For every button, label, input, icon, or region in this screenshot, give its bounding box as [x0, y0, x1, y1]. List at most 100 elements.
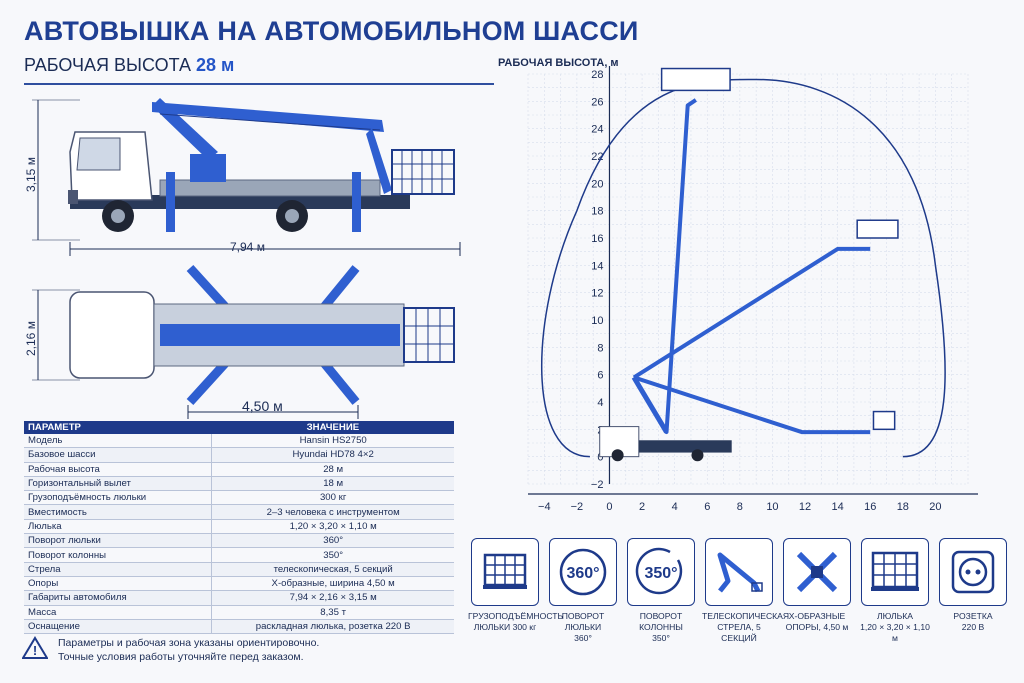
header-divider — [24, 83, 494, 85]
basket — [660, 67, 731, 92]
param-name: Масса — [24, 605, 212, 620]
feature-caption-line-1: ПОВОРОТ ЛЮЛЬКИ — [561, 611, 605, 632]
x-tick-label: 10 — [766, 501, 778, 513]
top-width-label: 2,16 м — [24, 321, 38, 356]
feature-caption-line-2: ОПОРЫ, 4,50 м — [785, 622, 849, 632]
feature-badge: 350° — [644, 565, 677, 582]
param-name: Грузоподъёмность люльки — [24, 490, 212, 506]
param-name: Модель — [24, 434, 212, 449]
y-tick-label: 4 — [597, 397, 603, 409]
param-name: Базовое шасси — [24, 447, 212, 463]
param-value: 300 кг — [211, 490, 454, 506]
feature-caption-line-2: СТРЕЛА, 5 СЕКЦИЙ — [717, 622, 761, 643]
feature-caption-line-1: РОЗЕТКА — [953, 611, 993, 621]
chart-truck-wheel — [611, 449, 624, 462]
basket-capacity-icon — [471, 538, 539, 606]
x-tick-label: 18 — [897, 501, 909, 513]
y-tick-label: 6 — [597, 370, 603, 382]
y-tick-label: 12 — [591, 288, 603, 300]
y-tick-label: 14 — [591, 260, 603, 272]
param-value: 28 м — [211, 462, 454, 477]
boom-base — [631, 376, 669, 434]
subtitle-prefix: РАБОЧАЯ ВЫСОТА — [24, 55, 191, 75]
basket-size-icon — [861, 538, 929, 606]
rotation-350-icon: 350° — [627, 538, 695, 606]
x-tick-label: 16 — [864, 501, 876, 513]
param-value: 2–3 человека с инструментом — [211, 504, 454, 520]
param-name: Горизонтальный вылет — [24, 476, 212, 492]
param-value: раскладная люлька, розетка 220 В — [211, 619, 454, 635]
svg-text:!: ! — [33, 643, 37, 658]
feature-caption-line-1: ЛЮЛЬКА — [877, 611, 913, 621]
basket — [872, 410, 896, 431]
feature-caption-line-2: 350° — [652, 633, 670, 643]
param-name: Стрела — [24, 562, 212, 577]
basket — [856, 219, 899, 239]
y-tick-label: −2 — [591, 479, 604, 491]
param-name: Вместимость — [24, 504, 212, 520]
param-value: 360° — [211, 533, 454, 549]
x-tick-label: 2 — [639, 501, 645, 513]
table-header-parameter: ПАРАМЕТР — [24, 421, 212, 434]
telescopic-boom-icon — [705, 538, 773, 606]
y-tick-label: 16 — [591, 233, 603, 245]
side-length-label: 7,94 м — [230, 240, 265, 254]
feature-caption-line-1: ГРУЗОПОДЪЁМНОСТЬ — [468, 611, 564, 621]
param-name: Габариты автомобиля — [24, 590, 212, 606]
y-tick-label: 26 — [591, 96, 603, 108]
param-name: Поворот люльки — [24, 533, 212, 549]
feature-caption-line-2: 360° — [574, 633, 592, 643]
param-name: Люлька — [24, 519, 212, 535]
feature-caption-line-2: 1,20 × 3,20 × 1,10 м — [860, 622, 930, 643]
y-tick-label: 20 — [591, 178, 603, 190]
x-tick-label: 0 — [606, 501, 612, 513]
top-outrigger-label: 4,50 м — [242, 398, 283, 414]
x-tick-label: 14 — [832, 501, 844, 513]
param-value: 1,20 × 3,20 × 1,10 м — [211, 519, 454, 535]
x-tick-label: −4 — [538, 501, 551, 513]
chart-truck-wheel — [691, 449, 704, 462]
param-name: Оснащение — [24, 619, 212, 635]
table-header-value: ЗНАЧЕНИЕ — [211, 421, 454, 434]
chart-truck-frame — [638, 440, 732, 453]
x-tick-label: 4 — [672, 501, 678, 513]
param-value: Hansin HS2750 — [211, 434, 454, 449]
warning-icon: ! — [22, 636, 48, 659]
feature-caption-line-1: ТЕЛЕСКОПИЧЕСКАЯ — [702, 611, 790, 621]
feature-caption-line-1: X-ОБРАЗНЫЕ — [788, 611, 846, 621]
y-tick-label: 10 — [591, 315, 603, 327]
socket-icon — [939, 538, 1007, 606]
param-value: 18 м — [211, 476, 454, 492]
y-tick-label: 28 — [591, 69, 603, 81]
x-outriggers-icon — [783, 538, 851, 606]
x-tick-label: 8 — [737, 501, 743, 513]
boom-position — [633, 375, 871, 435]
param-name: Опоры — [24, 576, 212, 592]
note-line-2: Точные условия работы уточняйте перед за… — [58, 651, 304, 663]
subtitle-value: 28 м — [196, 55, 235, 75]
